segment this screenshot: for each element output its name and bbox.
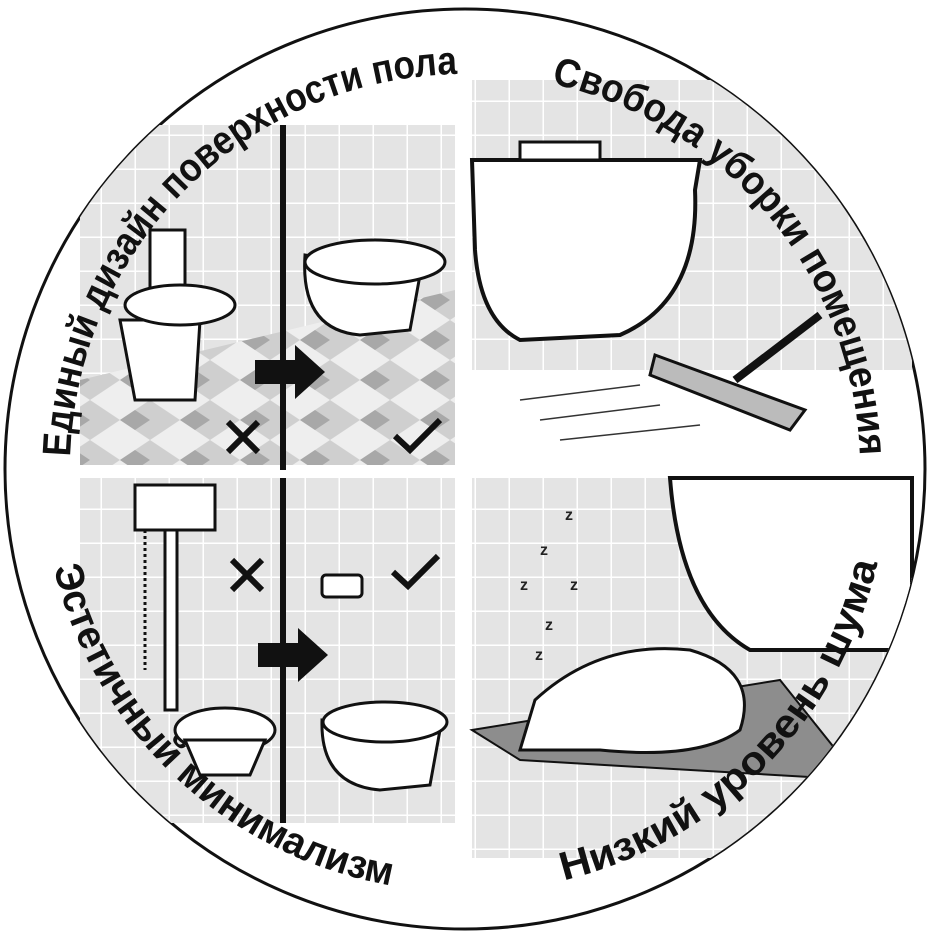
sleep-letter: z (520, 577, 528, 594)
flush-plate (320, 573, 364, 599)
mop-illustration (648, 311, 823, 432)
sleep-letter: z (535, 647, 543, 664)
sleep-letters: z z z z z z (520, 507, 578, 664)
sleep-letter: z (570, 577, 578, 594)
cistern-toilet-illustration (133, 483, 277, 777)
flush-plate (518, 140, 602, 162)
cross-icon (229, 557, 265, 593)
sleep-letter: z (545, 617, 553, 634)
sleeping-cat-illustration (517, 647, 746, 754)
sleep-letter: z (540, 542, 548, 559)
panel-floor-design (80, 125, 455, 470)
sleep-letter: z (565, 507, 573, 524)
panel-minimalism (80, 478, 455, 823)
floor-toilet-illustration (118, 228, 237, 402)
wall-toilet-illustration (667, 476, 914, 652)
check-icon (390, 553, 441, 591)
cross-icon (225, 419, 261, 455)
arrow-right-icon (258, 628, 328, 682)
wall-toilet-illustration (303, 238, 447, 337)
wall-toilet-illustration (469, 158, 703, 343)
check-icon (392, 417, 443, 455)
wall-toilet-illustration (320, 700, 449, 792)
arrow-right-icon (255, 345, 325, 399)
